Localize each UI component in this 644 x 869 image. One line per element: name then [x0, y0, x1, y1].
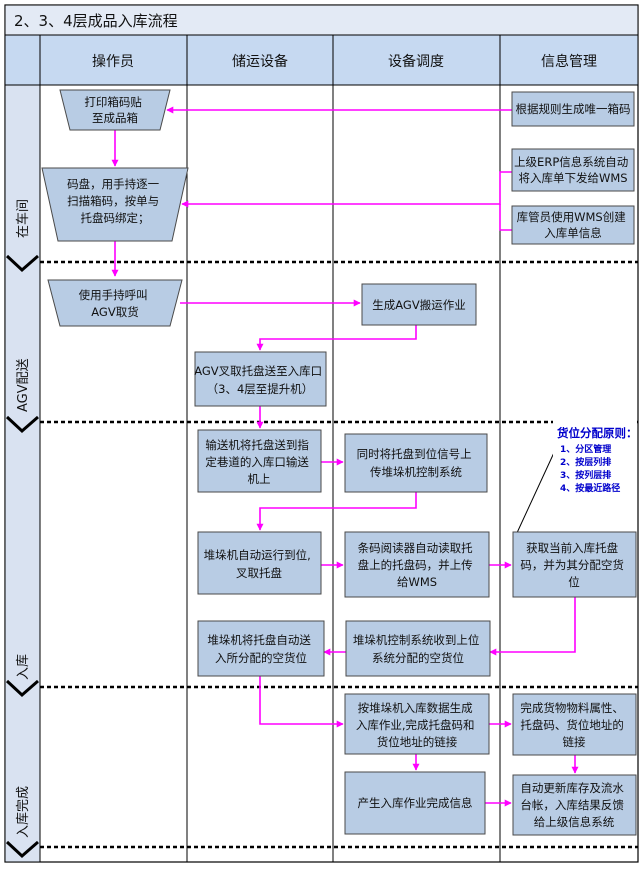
arrow-erp-to-stack: [181, 171, 512, 208]
note-connector-line: [515, 443, 559, 536]
step-stacker-run-text: 堆垛机自动运行到位, 叉取托盘: [204, 548, 315, 580]
step-print-label-text: 打印箱码贴 至成品箱: [84, 95, 145, 125]
step-barcode-read-text: 条码阅读器自动读取托 盘上的托盘码，并上传 给WMS: [358, 541, 477, 589]
lane-label-strip: [4, 84, 41, 863]
step-gen-agv-job-text: 生成AGV搬运作业: [372, 298, 465, 312]
step-gen-agv-job-shape: [361, 283, 477, 326]
step-link-props-text: 完成货物物料属性、 托盘码、货位地址的 链接: [520, 701, 627, 749]
arrow-wms-to-stack: [499, 204, 512, 231]
step-conveyor-shape: [197, 429, 322, 493]
lane-chevrons: [5, 254, 39, 859]
step-done-info-shape: [344, 771, 486, 835]
arrow-job-to-fork: [256, 325, 417, 351]
step-wms-create-shape: [511, 205, 635, 245]
step-call-agv-text: 使用手持呼叫 AGV取货: [79, 288, 152, 319]
step-gen-task-shape: [344, 693, 490, 755]
step-upload-plc-text: 同时将托盘到位信号上 传堆垛机控制系统: [357, 447, 476, 479]
lane-chevron-1: [5, 254, 39, 273]
step-erp-issue-text: 上级ERP信息系统自动 将入库单下发给WMS: [514, 155, 632, 185]
column-header-dispatch: 设备调度: [388, 53, 444, 70]
step-get-location-shape: [512, 531, 637, 598]
step-done-info-text: 产生入库作业完成信息: [358, 796, 473, 810]
step-link-props-shape: [512, 693, 637, 756]
step-erp-issue-shape: [511, 148, 635, 192]
flow-steps: [41, 89, 637, 836]
allocation-rule-note: 货位分配原则： 1、分区管理 2、按层列排 3、按列层排 4、按最近路径: [553, 420, 638, 496]
step-print-label-shape: [59, 89, 171, 131]
lane-label-agv: AGV配送: [16, 358, 31, 412]
step-wms-create-text: 库管员使用WMS创建 入库单信息: [517, 210, 630, 240]
step-update-stock-shape: [512, 774, 637, 836]
lane-chevron-2: [5, 415, 39, 434]
step-plc-receive-text: 堆垛机控制系统收到上位 系统分配的空货位: [353, 633, 483, 665]
step-update-stock-text: 自动更新库存及流水 台帐，入库结果反馈 给上级信息系统: [520, 781, 627, 829]
lane-label-workshop: 在车间: [15, 199, 31, 238]
step-labels: 打印箱码贴 至成品箱 根据规则生成唯一箱码 码盘，用手持逐一 扫描箱码，按单与 …: [67, 95, 632, 829]
step-stacker-run-shape: [197, 531, 322, 595]
note-item-2: 2、按层列排: [560, 456, 611, 468]
note-item-3: 3、按列层排: [560, 469, 611, 481]
step-stacker-store-text: 堆垛机将托盘自动送 入所分配的空货位: [207, 633, 314, 665]
step-barcode-read-shape: [344, 531, 490, 598]
column-header-operator: 操作员: [92, 54, 134, 70]
step-conveyor-text: 输送机将托盘送到指 定巷道的入库口输送 机上: [205, 438, 312, 486]
step-gen-box-code-shape: [511, 91, 635, 127]
column-header-info-management: 信息管理: [541, 53, 597, 70]
flow-arrows: [111, 106, 579, 807]
step-agv-fork-shape: [194, 351, 327, 407]
step-upload-plc-shape: [344, 433, 488, 493]
step-agv-fork-text: AGV叉取托盘送至入库口 （3、4层至提升机）: [194, 364, 326, 396]
diagram-title: 2、3、4层成品入库流程: [14, 12, 178, 30]
note-item-1: 1、分区管理: [560, 443, 611, 455]
arrow-store-to-task: [259, 676, 344, 728]
note-title: 货位分配原则：: [556, 426, 638, 440]
step-stack-scan-text: 码盘，用手持逐一 扫描箱码，按单与 托盘码绑定；: [67, 177, 163, 225]
title-bar: 2、3、4层成品入库流程: [4, 4, 639, 36]
note-item-4: 4、按最近路径: [560, 482, 620, 494]
arrow-location-to-plc: [489, 597, 576, 656]
lane-chevron-3: [5, 679, 39, 698]
step-gen-task-text: 按堆垛机入库数据生成 入库作业,完成托盘码和 货位地址的链接: [356, 701, 478, 749]
arrow-upload-to-stacker: [256, 492, 417, 531]
step-gen-box-code-text: 根据规则生成唯一箱码: [516, 102, 631, 116]
step-stack-scan-shape: [41, 167, 189, 242]
step-get-location-text: 获取当前入库托盘 码，并为其分配空货 位: [520, 541, 627, 589]
lane-label-inbound: 入库: [15, 654, 31, 680]
column-header-storage-equipment: 储运设备: [232, 53, 288, 70]
step-plc-receive-shape: [345, 620, 491, 677]
step-call-agv-shape: [47, 279, 183, 327]
step-stacker-store-shape: [197, 620, 325, 677]
lane-separators: [40, 260, 638, 849]
lane-chevron-4: [5, 840, 39, 859]
lane-label-inbound-done: 入库完成: [15, 786, 31, 838]
